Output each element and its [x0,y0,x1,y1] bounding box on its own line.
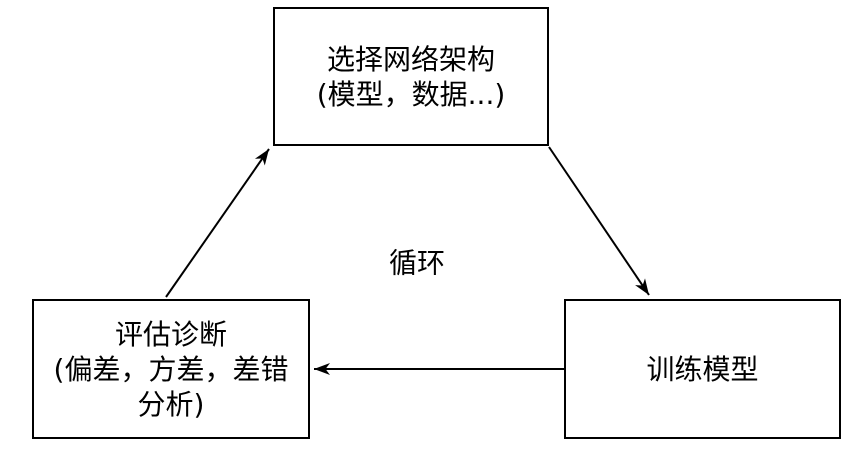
node-evaluate-diagnose: 评估诊断 (偏差，方差，差错 分析) [32,299,310,439]
arrow-evaluate-to-architecture [165,148,270,298]
arrow-architecture-to-train [548,146,650,296]
node-select-architecture: 选择网络架构 (模型，数据...) [273,7,549,146]
node-train-model-line1: 训练模型 [646,352,759,386]
cycle-label: 循环 [388,246,446,280]
node-evaluate-diagnose-line2: (偏差，方差，差错 [53,352,289,386]
node-evaluate-diagnose-line1: 评估诊断 [114,317,227,351]
node-train-model: 训练模型 [564,299,841,439]
node-select-architecture-line2: (模型，数据...) [316,77,506,111]
node-evaluate-diagnose-line3: 分析) [137,387,205,421]
node-select-architecture-line1: 选择网络架构 [326,42,495,76]
